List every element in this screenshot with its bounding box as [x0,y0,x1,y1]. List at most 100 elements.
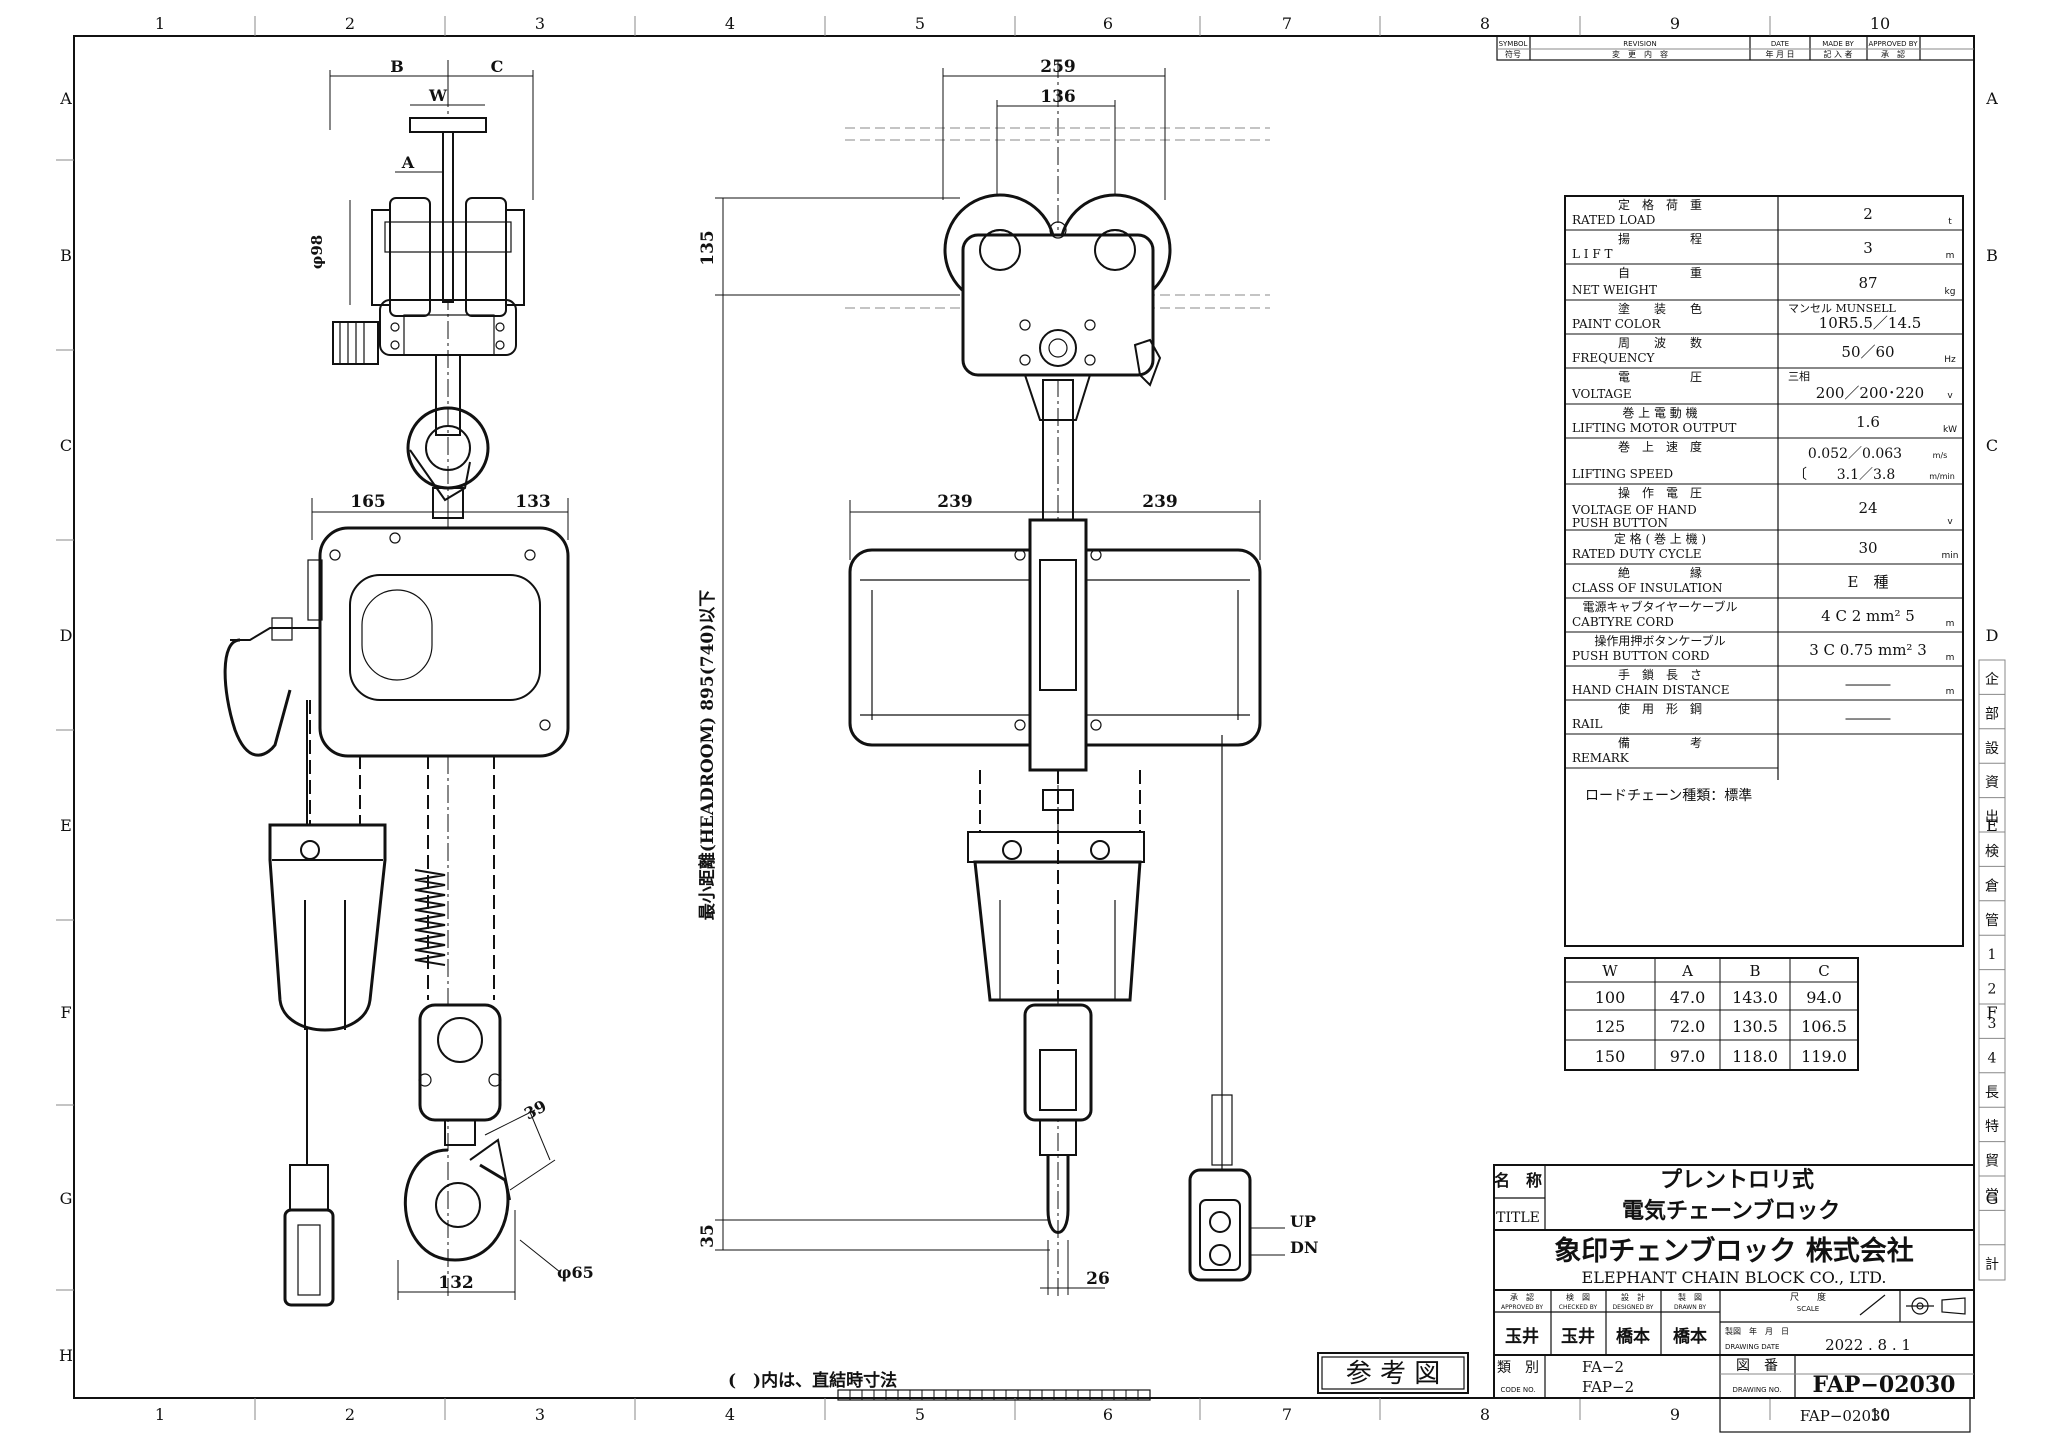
checked-en: CHECKED BY [1559,1304,1598,1311]
column-label-3: 3 [535,14,545,33]
rev-symbol-jp: 符号 [1505,49,1521,59]
dim-table-cell: 125 [1595,1017,1626,1036]
spec-unit: t [1948,217,1952,227]
spec-label-jp: 操作用押ボタンケーブル [1594,633,1725,648]
reference-label: 参 考 図 [1346,1359,1441,1389]
rev-approved-by: APPROVED BY [1868,40,1918,48]
sign-checked: 玉井 [1561,1326,1595,1347]
dim-table-cell: 150 [1595,1047,1626,1066]
approved-en: APPROVED BY [1501,1304,1543,1311]
spec-value-top: 三相 [1788,370,1810,383]
dim-top-inner: 136 [1040,87,1076,107]
dim-bottom-height: 35 [698,1224,718,1248]
spec-unit: m [1946,653,1955,663]
column-label-bottom-8: 8 [1480,1405,1490,1424]
drawn-jp: 製 図 [1678,1292,1702,1302]
spec-label-jp: 揚 程 [1618,231,1702,246]
side-stamp-cell: 部 [1985,706,1999,722]
side-stamp-cell: 貿 [1985,1154,1999,1170]
row-label-right-C: C [1986,436,1998,455]
side-stamp-cell: 長 [1985,1085,1999,1101]
spec-label-en: RAIL [1572,717,1602,731]
spec-label-jp: 備 考 [1618,735,1702,750]
pendant-up: UP [1290,1212,1316,1231]
rev-approved-by-jp: 承 認 [1881,49,1905,59]
spec-label-en2: PUSH BUTTON [1572,516,1668,530]
column-label-bottom-5: 5 [915,1405,925,1424]
spec-label-jp: 絶 縁 [1618,565,1702,580]
column-label-bottom-6: 6 [1103,1405,1113,1424]
spec-value: 24 [1858,499,1877,517]
column-label-5: 5 [915,14,925,33]
class-en: CODE NO. [1500,1386,1535,1394]
spec-label-en: VOLTAGE [1571,387,1632,401]
dim-table-header: W [1602,962,1618,980]
spec-unit: m [1946,619,1955,629]
spec-value: 200／200･220 [1816,384,1924,402]
spec-unit: m [1946,251,1955,261]
dim-table-cell: 100 [1595,988,1626,1007]
spec-label-en: NET WEIGHT [1572,283,1657,297]
rev-symbol: SYMBOL [1499,40,1528,48]
column-label-2: 2 [345,14,355,33]
side-stamp-cell: 管 [1985,913,1999,929]
dim-b: B [390,57,404,76]
spec-label-jp: 使 用 形 鋼 [1618,701,1702,716]
rev-made-by-jp: 記 入 者 [1823,49,1852,59]
rev-date-jp: 年 月 日 [1765,49,1794,59]
column-label-6: 6 [1103,14,1113,33]
side-stamp-cell: 資 [1985,775,1999,791]
spec-value: 3 C 0.75 mm² 3 [1809,641,1927,659]
side-view: B C W A φ98 [223,57,594,1307]
row-label-right-E: E [1986,816,1998,835]
dim-table-cell: 106.5 [1801,1017,1847,1036]
spec-label-en: FREQUENCY [1572,351,1656,365]
title-block: 名 称 TITLE プレントロリ式 電気チェーンブロック 象印チェンブロック 株… [1493,1164,1975,1399]
bottom-scale-strip [837,1389,1151,1401]
spec-value: 10R5.5／14.5 [1819,314,1922,332]
row-label-C: C [60,436,72,455]
title-line2: 電気チェーンブロック [1622,1198,1840,1224]
spec-label-jp: 自 重 [1618,266,1702,280]
spec-label-jp: 巻 上 速 度 [1618,439,1702,454]
side-stamp-cell: 3 [1988,1016,1997,1032]
spec-unit: v [1947,391,1953,401]
rev-revision-jp: 変 更 内 容 [1612,49,1668,59]
spec-label-jp: 電 圧 [1618,370,1702,384]
spec-label-en: PAINT COLOR [1572,317,1662,331]
title-label: TITLE [1496,1210,1540,1226]
spec-label-en: HAND CHAIN DISTANCE [1572,683,1729,697]
spec-value: 0.052／0.063 [1808,446,1902,462]
class-jp: 類 別 [1497,1360,1539,1376]
spec-unit: kW [1943,425,1957,435]
spec-label-jp: 塗 装 色 [1618,301,1702,316]
row-label-A: A [59,89,72,108]
front-view: 259 136 [697,57,1319,1300]
dim-bottom: 132 [438,1273,474,1293]
column-label-bottom-10: 10 [1870,1405,1890,1424]
column-label-1: 1 [155,14,165,33]
spec-value-top: マンセル MUNSELL [1788,302,1897,315]
column-label-bottom-3: 3 [535,1405,545,1424]
row-label-right-A: A [1985,89,1998,108]
spec-label-en: PUSH BUTTON CORD [1572,649,1709,663]
dim-table-cell: 119.0 [1801,1047,1847,1066]
reference-stamp: 参 考 図 [1317,1352,1469,1394]
dim-front-left: 239 [937,492,973,512]
spec-label-en: CLASS OF INSULATION [1572,581,1722,595]
sheet-border [56,16,1975,1420]
company-en: ELEPHANT CHAIN BLOCK CO., LTD. [1582,1268,1887,1287]
side-stamp-cell: 検 [1985,844,1999,860]
revision-header: SYMBOL 符号 REVISION 変 更 内 容 DATE 年 月 日 MA… [1496,35,1975,61]
column-label-bottom-2: 2 [345,1405,355,1424]
spec-label-en: RATED DUTY CYCLE [1572,547,1702,561]
